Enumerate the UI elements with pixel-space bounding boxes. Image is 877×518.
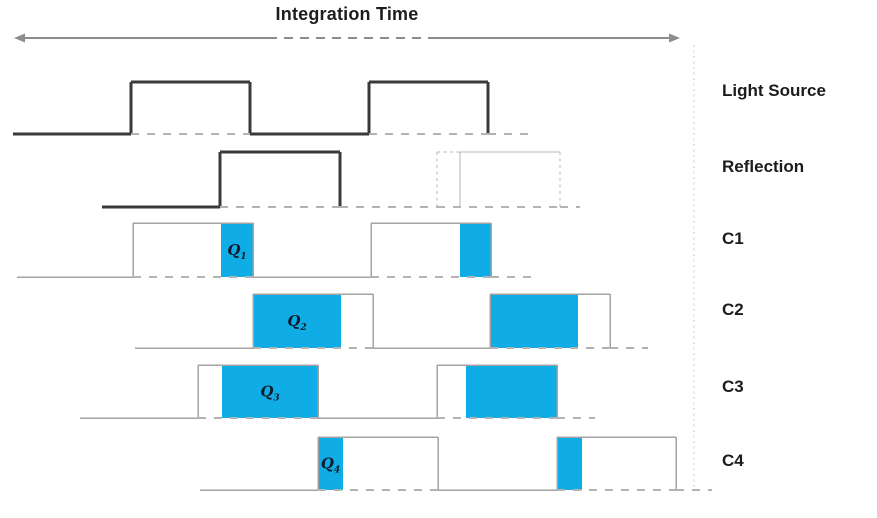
waveform-c1: Q1	[17, 222, 531, 278]
waveform-c3: Q3	[80, 364, 595, 419]
charge-region-c1-2	[460, 223, 491, 277]
row-label-c4: C4	[722, 451, 744, 470]
diagram-title: Integration Time	[275, 4, 419, 24]
charge-label-q2: Q2	[287, 312, 306, 333]
arrowhead-right-icon	[669, 33, 680, 43]
charge-region-c1-1	[221, 223, 253, 277]
charge-region-c4-1	[318, 437, 343, 490]
waveform-light-source	[13, 80, 531, 136]
charge-region-c4-2	[557, 437, 582, 490]
charge-region-c3-1	[222, 365, 318, 418]
waveform-reflection	[102, 150, 580, 209]
row-label-c2: C2	[722, 300, 744, 319]
row-label-c1: C1	[722, 229, 744, 248]
row-label-reflection: Reflection	[722, 157, 805, 176]
charge-region-c2-2	[490, 294, 578, 348]
row-label-c3: C3	[722, 377, 744, 396]
row-label-light-source: Light Source	[722, 81, 826, 100]
arrowhead-left-icon	[14, 33, 25, 43]
charge-region-c2-1	[253, 294, 341, 348]
charge-region-c3-2	[466, 365, 557, 418]
charge-label-q1: Q1	[227, 241, 246, 262]
charge-label-q3: Q3	[260, 383, 279, 404]
waveform-c2: Q2	[135, 293, 648, 349]
waveform-c4: Q4	[200, 436, 712, 491]
integration-time-arrow	[14, 33, 680, 43]
charge-label-q4: Q4	[321, 455, 340, 476]
